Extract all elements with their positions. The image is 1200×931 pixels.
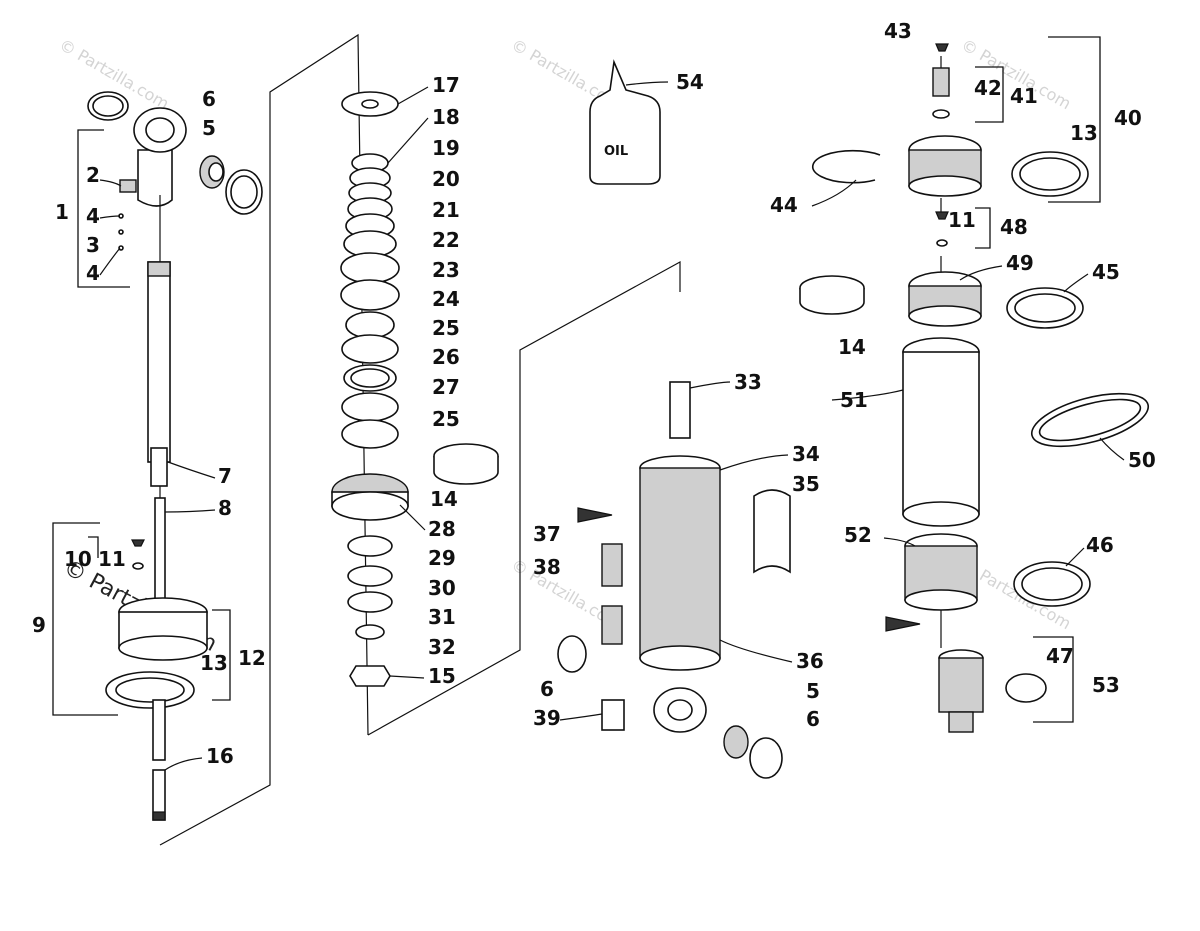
bumper-35 [753, 489, 791, 574]
callout-6: 6 [806, 707, 820, 731]
callout-3: 3 [86, 233, 100, 257]
callout-2: 2 [86, 163, 100, 187]
screw-11 [131, 539, 145, 547]
o-ring-6 [749, 737, 783, 779]
fitting-38 [601, 605, 623, 645]
callout-46: 46 [1086, 533, 1114, 557]
callout-42: 42 [974, 76, 1002, 100]
callout-6: 6 [540, 677, 554, 701]
elbow-39 [601, 699, 625, 731]
callout-38: 38 [533, 555, 561, 579]
oil-label: OIL [604, 144, 628, 159]
callout-21: 21 [432, 198, 460, 222]
callout-40: 40 [1114, 106, 1142, 130]
shock-body: OIL [557, 59, 791, 779]
callout-6: 6 [202, 87, 216, 111]
shim-stack [331, 91, 499, 687]
callout-25: 25 [432, 407, 460, 431]
callout-14: 14 [430, 487, 458, 511]
callout-49: 49 [1006, 251, 1034, 275]
callout-15: 15 [428, 664, 456, 688]
callout-7: 7 [218, 464, 232, 488]
callout-41: 41 [1010, 84, 1038, 108]
callout-29: 29 [428, 546, 456, 570]
bracket-40 [1048, 36, 1101, 203]
arrow-indicator [885, 616, 921, 632]
bracket-41 [975, 66, 1004, 123]
callout-11: 11 [948, 208, 976, 232]
circlip-44 [811, 149, 881, 184]
callout-13: 13 [200, 651, 228, 675]
leader-lines [99, 86, 1125, 771]
callout-13: 13 [1070, 121, 1098, 145]
callout-27: 27 [432, 375, 460, 399]
callout-1: 1 [55, 200, 69, 224]
nut-15 [349, 665, 391, 687]
bracket-1 [77, 129, 130, 288]
callout-45: 45 [1092, 260, 1120, 284]
o-ring-6 [557, 635, 587, 673]
shaft-33 [669, 381, 691, 439]
bracket-12 [212, 609, 231, 701]
callout-16: 16 [206, 744, 234, 768]
eyelet [137, 149, 173, 207]
callout-5: 5 [806, 679, 820, 703]
callout-10: 10 [64, 547, 92, 571]
callout-labels: 1 2 3 4 4 5 5 6 6 6 7 8 9 10 11 11 12 13… [32, 19, 1156, 768]
callout-14: 14 [838, 335, 866, 359]
callout-5: 5 [202, 116, 216, 140]
callout-34: 34 [792, 442, 820, 466]
callout-4: 4 [86, 261, 100, 285]
callout-50: 50 [1128, 448, 1156, 472]
fitting-37 [601, 543, 623, 587]
callout-48: 48 [1000, 215, 1028, 239]
callout-17: 17 [432, 73, 460, 97]
callout-26: 26 [432, 345, 460, 369]
callout-19: 19 [432, 136, 460, 160]
shaft-assembly [52, 91, 263, 821]
arrow-indicator [577, 507, 613, 523]
callout-23: 23 [432, 258, 460, 282]
reservoir-assembly [799, 36, 1150, 733]
oil-bottle-54 [589, 59, 661, 185]
callout-31: 31 [428, 605, 456, 629]
callout-25: 25 [432, 316, 460, 340]
callout-4: 4 [86, 204, 100, 228]
callout-24: 24 [432, 287, 460, 311]
callout-54: 54 [676, 70, 704, 94]
callout-28: 28 [428, 517, 456, 541]
callout-47: 47 [1046, 644, 1074, 668]
callout-35: 35 [792, 472, 820, 496]
callout-32: 32 [428, 635, 456, 659]
callout-53: 53 [1092, 673, 1120, 697]
callout-33: 33 [734, 370, 762, 394]
callout-43: 43 [884, 19, 912, 43]
callout-52: 52 [844, 523, 872, 547]
callout-39: 39 [533, 706, 561, 730]
screw-43 [935, 43, 949, 52]
callout-36: 36 [796, 649, 824, 673]
callout-30: 30 [428, 576, 456, 600]
callout-12: 12 [238, 646, 266, 670]
callout-9: 9 [32, 613, 46, 637]
callout-20: 20 [432, 167, 460, 191]
set-screw-2 [119, 179, 137, 193]
callout-37: 37 [533, 522, 561, 546]
o-ring-47 [1005, 673, 1047, 703]
callout-44: 44 [770, 193, 798, 217]
callout-11: 11 [98, 547, 126, 571]
bracket-9 [52, 522, 118, 716]
callout-8: 8 [218, 496, 232, 520]
bushing-5 [723, 725, 749, 759]
callout-22: 22 [432, 228, 460, 252]
bracket-48 [975, 207, 991, 249]
bracket-53 [1033, 636, 1074, 723]
callout-18: 18 [432, 105, 460, 129]
screw-11 [935, 211, 949, 220]
shaft-7 [147, 261, 171, 463]
valve-42 [932, 67, 950, 97]
callout-51: 51 [840, 388, 868, 412]
